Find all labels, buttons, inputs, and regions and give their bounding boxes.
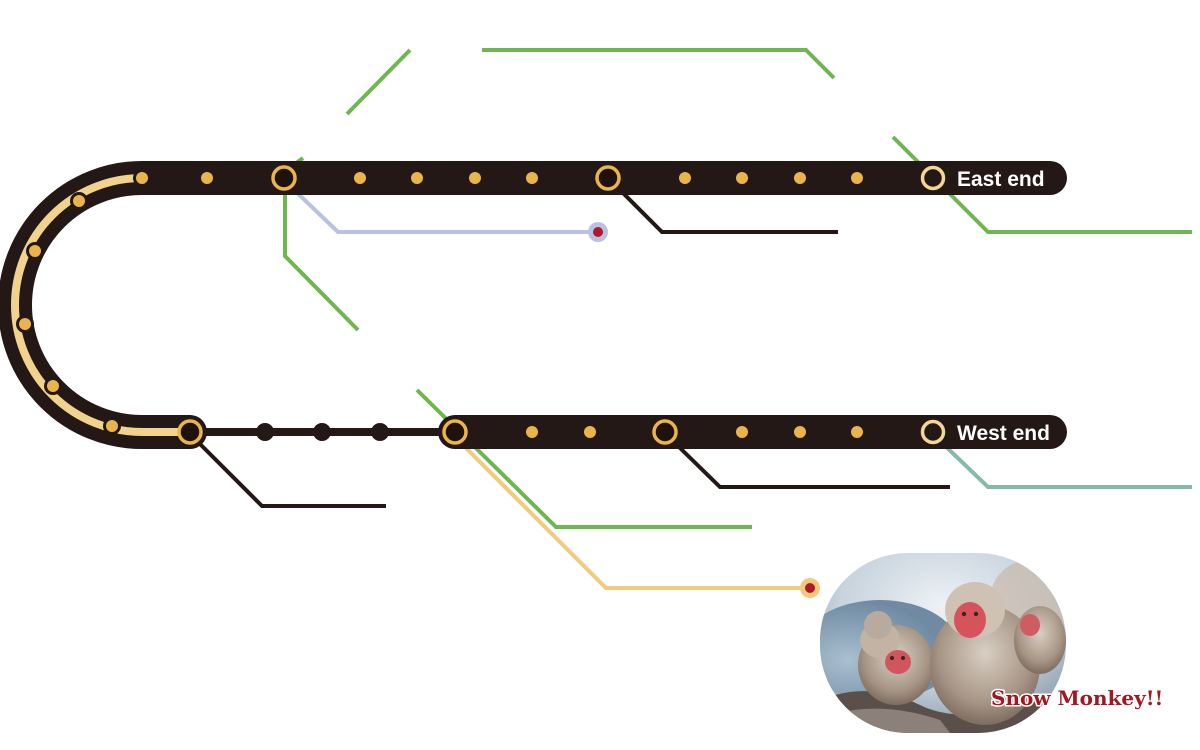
station-marker	[676, 169, 694, 187]
station-marker	[26, 242, 44, 260]
stations	[16, 165, 946, 445]
unlit-station-marker	[313, 423, 331, 441]
leader-green-top-left	[345, 48, 412, 116]
station-marker	[70, 192, 88, 210]
leader-green-top-long	[482, 48, 836, 80]
leader-teal	[938, 439, 1192, 489]
station-marker	[408, 169, 426, 187]
snow-monkey-caption: Snow Monkey!!	[991, 686, 1163, 710]
major-station-marker	[177, 419, 203, 445]
terminal-station-marker	[920, 165, 946, 191]
station-marker	[44, 377, 62, 395]
leader-green-junction	[415, 388, 752, 529]
leader-blue	[288, 184, 598, 234]
snow-monkey-photo	[820, 553, 1066, 733]
station-marker	[733, 423, 751, 441]
station-marker	[133, 169, 151, 187]
unlit-station-marker	[256, 423, 274, 441]
callout-lines	[196, 48, 1192, 590]
east-end-label: East end	[957, 168, 1045, 191]
station-marker	[733, 169, 751, 187]
station-marker	[791, 169, 809, 187]
station-marker	[523, 169, 541, 187]
leader-dark-bottom-right	[676, 444, 950, 489]
major-station-marker	[442, 419, 468, 445]
west-end-label: West end	[957, 422, 1050, 445]
station-marker	[848, 423, 866, 441]
station-marker	[351, 169, 369, 187]
terminal-station-marker	[920, 419, 946, 445]
leader-dark-bottom-left	[196, 440, 386, 508]
station-marker	[466, 169, 484, 187]
leader-orange	[460, 442, 808, 590]
station-marker	[848, 169, 866, 187]
station-marker	[198, 169, 216, 187]
station-marker	[16, 315, 34, 333]
marker-orange-end	[800, 578, 820, 598]
leader-green-station-down	[283, 188, 360, 332]
unlit-station-marker	[371, 423, 389, 441]
leader-dark-top	[618, 188, 838, 234]
station-marker	[523, 423, 541, 441]
station-marker	[103, 417, 121, 435]
track-outer	[0, 161, 1067, 449]
major-station-marker	[595, 165, 621, 191]
marker-blue-end	[588, 222, 608, 242]
major-station-marker	[271, 165, 297, 191]
station-marker	[791, 423, 809, 441]
major-station-marker	[652, 419, 678, 445]
station-marker	[581, 423, 599, 441]
